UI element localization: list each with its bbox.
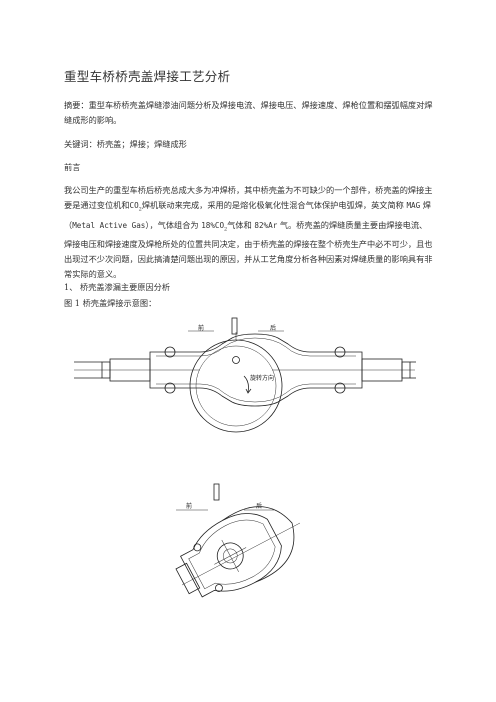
left-arm-end [101, 361, 111, 379]
co2-text: CO [129, 201, 139, 210]
body-text-4: ），气体组合为 [145, 219, 202, 230]
rear-label-bottom: 后 [256, 502, 262, 510]
axle-housing-top-view: 旋转方向 前 后 [74, 317, 416, 433]
rotated-hub-cross-v [221, 539, 239, 572]
boss-right-bottom [334, 382, 346, 394]
front-label-top: 前 [198, 324, 204, 332]
welding-torch-bottom [213, 483, 220, 501]
rotation-arrowhead [245, 388, 252, 394]
cover-plug [232, 356, 240, 364]
housing-inner-top [156, 337, 356, 357]
rotated-boss-top [193, 543, 202, 552]
front-label-bottom: 前 [186, 502, 192, 510]
cover-inner-ring [195, 345, 277, 427]
right-arm-end [401, 361, 411, 379]
mag-abbr: MAG [406, 201, 421, 210]
boss-right-top [334, 346, 346, 358]
rotated-arm [175, 562, 201, 595]
welding-torch-top [231, 317, 238, 335]
body-text-6: 气。桥壳盖的焊缝质量主要由焊接电流、焊接电压和焊接速度及焊枪所处的位置共同决定，… [64, 219, 433, 280]
preface-heading: 前言 [64, 162, 81, 172]
rotated-housing-inner [188, 519, 276, 590]
housing-outline [149, 333, 363, 407]
axle-housing-side-view: 前 后 [175, 483, 301, 598]
rotated-axis-line [181, 522, 301, 586]
rotated-body [175, 506, 295, 598]
cover-outer-ring [189, 339, 283, 433]
rear-label-top: 后 [270, 324, 276, 332]
abstract-paragraph: 摘要：重型车桥桥壳盖焊缝渗油问题分析及焊接电流、焊接电压、焊接速度、焊枪位置和摆… [64, 100, 433, 125]
co2-subscript: 2 [138, 206, 142, 213]
housing-inner-bottom [156, 383, 356, 403]
body-text-5: 气体和 [227, 219, 255, 230]
body-text-2: 焊机联动来完成，采用的是熔化极氧化性混合气体保护电弧焊，英文简称 [141, 200, 407, 210]
figure-1-caption: 图 1 桥壳盖焊接示意图： [64, 298, 157, 308]
boss-left-top [164, 346, 176, 358]
gas-co2-percent: 18%CO [201, 220, 225, 230]
rotated-cover-dome [222, 506, 295, 583]
body-text-3: 焊（ [64, 200, 431, 230]
gas-co2-subscript: 2 [224, 226, 228, 233]
body-paragraph: 我公司生产的重型车桥后桥壳总成大多为冲焊桥，其中桥壳盖为不可缺少的一个部件，桥壳… [64, 183, 434, 282]
section-heading-1: 1、 桥壳盖渗漏主要原因分析 [64, 282, 171, 292]
keywords-line: 关键词：桥壳盖；焊接；焊缝成形 [64, 139, 187, 149]
document-title: 重型车桥桥壳盖焊接工艺分析 [64, 69, 231, 84]
rotated-housing-outline [180, 513, 282, 598]
rotated-boss-bottom [215, 584, 223, 592]
gas-ar-percent: 82%Ar [254, 220, 278, 230]
mag-full-name: Metal Active Gas [72, 220, 146, 230]
body-text-1: 我公司生产的重型车桥后桥壳总成大多为冲焊桥，其中桥壳盖为不可缺少的一个部件，桥壳… [64, 185, 433, 210]
rotation-label: 旋转方向 [250, 374, 274, 382]
boss-left-bottom [164, 382, 176, 394]
rotation-arrow [243, 375, 249, 393]
